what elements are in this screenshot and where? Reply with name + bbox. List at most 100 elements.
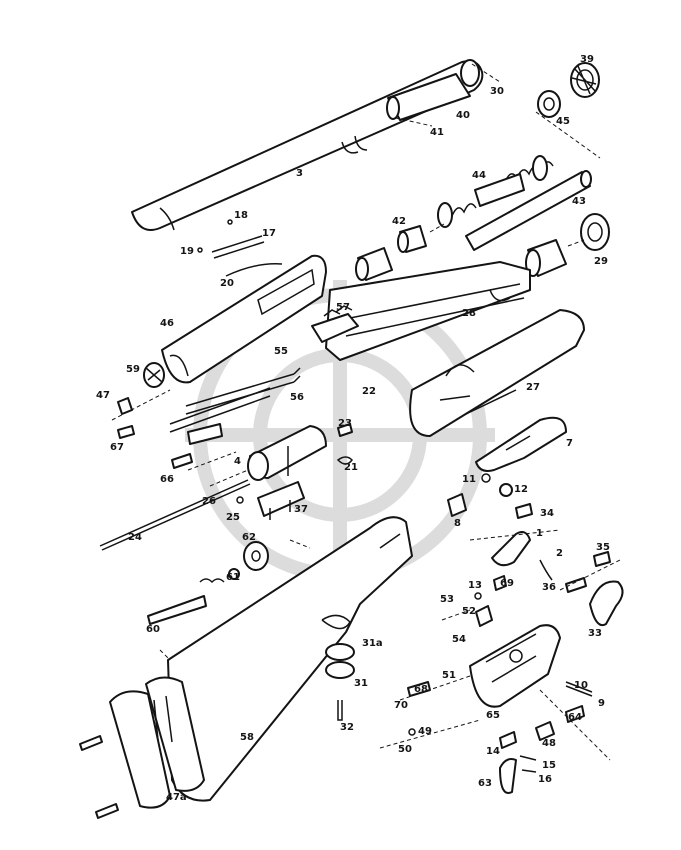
butt-pad-part[interactable]: [109, 676, 205, 809]
callout-2: 2: [556, 548, 563, 559]
callout-56: 56: [290, 392, 304, 403]
magazine-follower-part[interactable]: [474, 173, 525, 207]
callout-13: 13: [468, 580, 482, 591]
callout-31: 31: [354, 678, 368, 689]
callout-3: 3: [296, 168, 303, 179]
magazine-cap-part[interactable]: [570, 62, 600, 98]
callout-4: 4: [234, 456, 241, 467]
magazine-spring-part[interactable]: [437, 155, 554, 228]
fore-end-part[interactable]: [161, 254, 327, 384]
callout-68: 68: [414, 684, 428, 695]
receiver-part[interactable]: [325, 261, 531, 361]
callout-47a: 47a: [166, 792, 187, 803]
callout-50: 50: [398, 744, 412, 755]
callout-55: 55: [274, 346, 288, 357]
callout-69: 69: [500, 578, 514, 589]
callout-11: 11: [462, 474, 476, 485]
latch-part[interactable]: [143, 362, 165, 388]
trigger-part[interactable]: [491, 531, 553, 581]
hammer-part[interactable]: [565, 551, 624, 626]
retainer-ring-part[interactable]: [537, 90, 561, 118]
trigger-small-parts[interactable]: [447, 473, 533, 519]
callout-35: 35: [596, 542, 610, 553]
magazine-collar-part[interactable]: [386, 73, 471, 121]
stock-bolt-part[interactable]: [147, 541, 269, 625]
callout-63: 63: [478, 778, 492, 789]
action-sleeve-part[interactable]: [580, 213, 610, 251]
callout-58: 58: [240, 732, 254, 743]
callout-7: 7: [566, 438, 573, 449]
callout-14: 14: [486, 746, 500, 757]
callout-59: 59: [126, 364, 140, 375]
callout-47: 47: [96, 390, 110, 401]
callout-60: 60: [146, 624, 160, 635]
callout-45: 45: [556, 116, 570, 127]
callout-43: 43: [572, 196, 586, 207]
callout-31a: 31a: [362, 638, 383, 649]
callout-57: 57: [336, 302, 350, 313]
callout-44: 44: [472, 170, 486, 181]
callout-29: 29: [594, 256, 608, 267]
callout-67: 67: [110, 442, 124, 453]
callout-34: 34: [540, 508, 554, 519]
cylinder-part[interactable]: [525, 239, 567, 277]
callout-27: 27: [526, 382, 540, 393]
callout-21: 21: [344, 462, 358, 473]
pin-assembly-part[interactable]: [197, 219, 283, 277]
trigger-plate-part[interactable]: [469, 624, 561, 708]
callout-33: 33: [588, 628, 602, 639]
leader-lines: [111, 63, 621, 761]
callout-53: 53: [440, 594, 454, 605]
callout-64: 64: [568, 712, 582, 723]
callout-36: 36: [542, 582, 556, 593]
callout-1: 1: [536, 528, 543, 539]
spacer-part[interactable]: [397, 225, 427, 253]
callout-20: 20: [220, 278, 234, 289]
callout-17: 17: [262, 228, 276, 239]
callout-23: 23: [338, 418, 352, 429]
plunger-part[interactable]: [117, 397, 135, 439]
callout-49: 49: [418, 726, 432, 737]
callout-24: 24: [128, 532, 142, 543]
bolt-part[interactable]: [247, 425, 327, 481]
pad-screw-part[interactable]: [79, 735, 119, 819]
extractor-part[interactable]: [336, 423, 353, 465]
callout-labels: 30 40 41 39 45 3 44 43 42 18 17 19 20 29…: [96, 54, 610, 803]
callout-12: 12: [514, 484, 528, 495]
magazine-tube-part[interactable]: [465, 170, 592, 251]
action-bar-part[interactable]: [169, 367, 301, 445]
callout-52: 52: [462, 606, 476, 617]
sear-part[interactable]: [475, 416, 567, 472]
callout-30: 30: [490, 86, 504, 97]
callout-41: 41: [430, 127, 444, 138]
grip-cap-part[interactable]: [325, 643, 355, 721]
slide-assembly-part[interactable]: [311, 305, 359, 343]
callout-9: 9: [598, 698, 605, 709]
callout-32: 32: [340, 722, 354, 733]
callout-19: 19: [180, 246, 194, 257]
callout-62: 62: [242, 532, 256, 543]
callout-54: 54: [452, 634, 466, 645]
trigger-housing-part[interactable]: [409, 309, 585, 437]
callout-18: 18: [234, 210, 248, 221]
callout-25: 25: [226, 512, 240, 523]
firing-pin-part[interactable]: [99, 453, 251, 551]
callout-40: 40: [456, 110, 470, 121]
callout-66: 66: [160, 474, 174, 485]
callout-42: 42: [392, 216, 406, 227]
callout-48: 48: [542, 738, 556, 749]
callout-61: 61: [226, 572, 240, 583]
tube-part[interactable]: [355, 247, 393, 281]
callout-70: 70: [394, 700, 408, 711]
callout-15: 15: [542, 760, 556, 771]
callout-10: 10: [574, 680, 588, 691]
callout-65: 65: [486, 710, 500, 721]
callout-22: 22: [362, 386, 376, 397]
callout-39: 39: [580, 54, 594, 65]
callout-26: 26: [202, 496, 216, 507]
safety-part[interactable]: [474, 575, 507, 627]
carrier-part[interactable]: [257, 481, 305, 520]
disconnector-part[interactable]: [499, 731, 537, 794]
callout-28: 28: [462, 308, 476, 319]
